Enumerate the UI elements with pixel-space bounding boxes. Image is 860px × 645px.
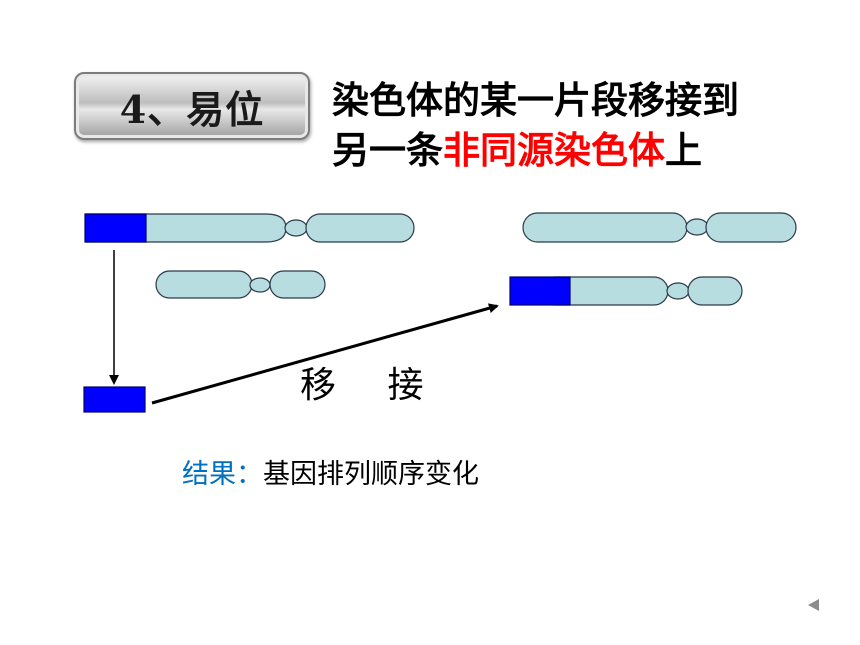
title-badge: 4、易位 — [74, 72, 310, 140]
result-key: 结果： — [182, 459, 263, 490]
chromosome-b-original — [155, 270, 326, 299]
heading-line-2-suffix: 上 — [665, 129, 702, 172]
heading: 染色体的某一片段移接到 另一条非同源染色体上 — [332, 76, 739, 176]
heading-line-1: 染色体的某一片段移接到 — [332, 79, 739, 122]
result-text: 基因排列顺序变化 — [263, 459, 479, 490]
detached-blue-segment — [83, 386, 146, 413]
result-line: 结果：基因排列顺序变化 — [182, 452, 479, 491]
chromosome-b-short-arm — [269, 270, 326, 299]
centromere — [249, 277, 271, 293]
centromere — [666, 282, 690, 300]
heading-line-2-prefix: 另一条 — [332, 129, 443, 172]
chromosome-a-result — [522, 212, 797, 243]
heading-line-2: 另一条非同源染色体上 — [332, 126, 739, 176]
transfer-arrow — [151, 303, 499, 405]
centromere — [685, 218, 709, 236]
chromosome-b-long-arm — [155, 270, 253, 299]
chromosome-b-result — [509, 276, 743, 306]
chromosome-a-short-arm — [305, 213, 415, 243]
blue-segment — [84, 213, 147, 243]
title-text: 4、易位 — [119, 86, 265, 132]
triangle-left-icon[interactable] — [808, 599, 819, 611]
heading-emphasis: 非同源染色体 — [443, 129, 665, 172]
blue-segment — [509, 276, 571, 306]
move-label: 移 接 — [300, 365, 444, 406]
chromosome-b-short-arm — [687, 276, 743, 306]
chromosome-a-original — [84, 213, 415, 243]
chromosome-a-long-arm — [522, 212, 688, 243]
chromosome-a-short-arm — [705, 212, 797, 243]
centromere — [284, 219, 308, 237]
